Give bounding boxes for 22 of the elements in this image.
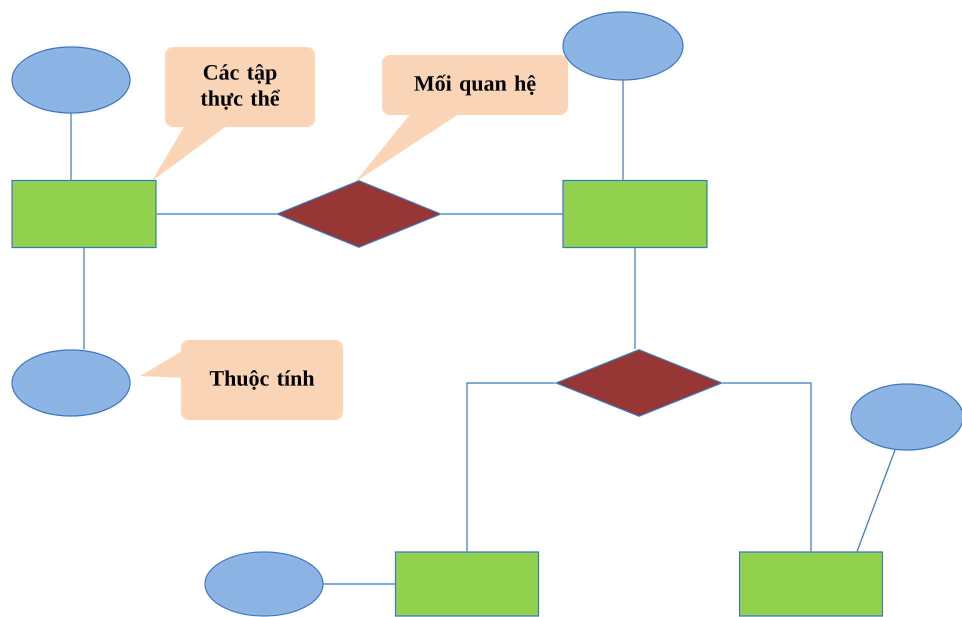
ellipse-shape xyxy=(11,349,131,417)
connector-line xyxy=(324,583,395,585)
entity-box xyxy=(738,551,884,617)
connector-line xyxy=(156,213,276,215)
ellipse-shape xyxy=(562,11,684,81)
callout: Thuộc tính xyxy=(140,340,343,420)
entity-box xyxy=(394,551,540,617)
callout: Mối quan hệ xyxy=(355,55,568,182)
connector-line xyxy=(634,248,636,349)
entity-box xyxy=(11,180,157,248)
connector-line xyxy=(70,114,72,180)
connector-line xyxy=(83,248,85,350)
callout: Các tập thực thể xyxy=(152,47,315,181)
connector-line xyxy=(466,382,556,552)
entity-box xyxy=(562,180,708,248)
connector-line xyxy=(442,213,562,215)
ellipse-shape xyxy=(11,46,131,114)
connector-line xyxy=(856,450,896,552)
connector-line xyxy=(722,382,812,552)
ellipse-shape xyxy=(850,383,962,451)
connector-line xyxy=(622,80,624,180)
ellipse-shape xyxy=(204,551,324,617)
